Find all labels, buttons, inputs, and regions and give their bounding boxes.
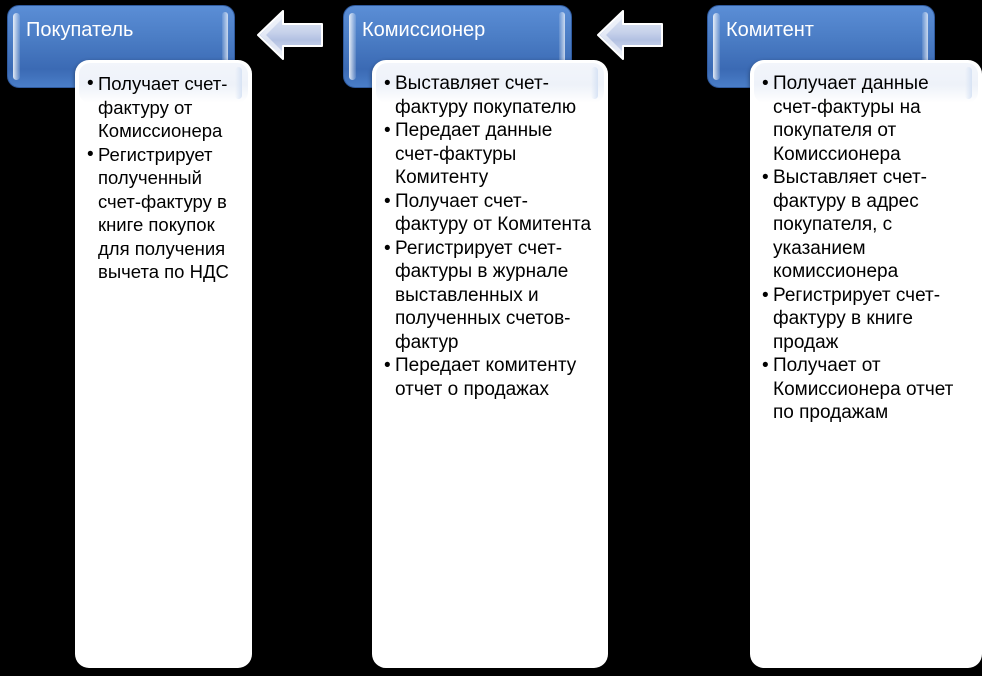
arrow-left-icon-2 — [597, 10, 663, 60]
bullet-card-committent: Получает данные счет-фактуры на покупате… — [750, 60, 982, 668]
bullet-list-commissioner: Выставляет счет-фактуру покупателю Перед… — [384, 72, 598, 401]
list-item: Выставляет счет-фактуру в адрес покупате… — [762, 166, 972, 284]
role-label-commissioner: Комиссионер — [362, 19, 486, 41]
bullet-card-commissioner: Выставляет счет-фактуру покупателю Перед… — [372, 60, 608, 668]
list-item: Получает от Комиссионера отчет по продаж… — [762, 354, 972, 425]
list-item: Регистрирует счет-фактуру в книге продаж — [762, 284, 972, 355]
role-label-committent: Комитент — [726, 19, 814, 41]
card-body-committent: Получает данные счет-фактуры на покупате… — [750, 60, 982, 435]
card-body-commissioner: Выставляет счет-фактуру покупателю Перед… — [372, 60, 608, 411]
list-item: Регистрирует счет-фактуры в журнале выст… — [384, 237, 598, 355]
role-label-buyer: Покупатель — [26, 19, 134, 41]
list-item: Передает комитенту отчет о продажах — [384, 354, 598, 401]
list-item: Получает данные счет-фактуры на покупате… — [762, 72, 972, 166]
list-item: Передает данные счет-фактуры Комитенту — [384, 119, 598, 190]
card-body-buyer: Получает счет-фактуру от Комиссионера Ре… — [75, 60, 252, 294]
list-item: Получает счет-фактуру от Комитента — [384, 190, 598, 237]
list-item: Получает счет-фактуру от Комиссионера — [87, 72, 242, 143]
arrow-left-icon-1 — [257, 10, 323, 60]
bullet-list-committent: Получает данные счет-фактуры на покупате… — [762, 72, 972, 425]
list-item: Регистрирует полученный счет-фактуру в к… — [87, 143, 242, 284]
bullet-card-buyer: Получает счет-фактуру от Комиссионера Ре… — [75, 60, 252, 668]
bullet-list-buyer: Получает счет-фактуру от Комиссионера Ре… — [87, 72, 242, 284]
list-item: Выставляет счет-фактуру покупателю — [384, 72, 598, 119]
